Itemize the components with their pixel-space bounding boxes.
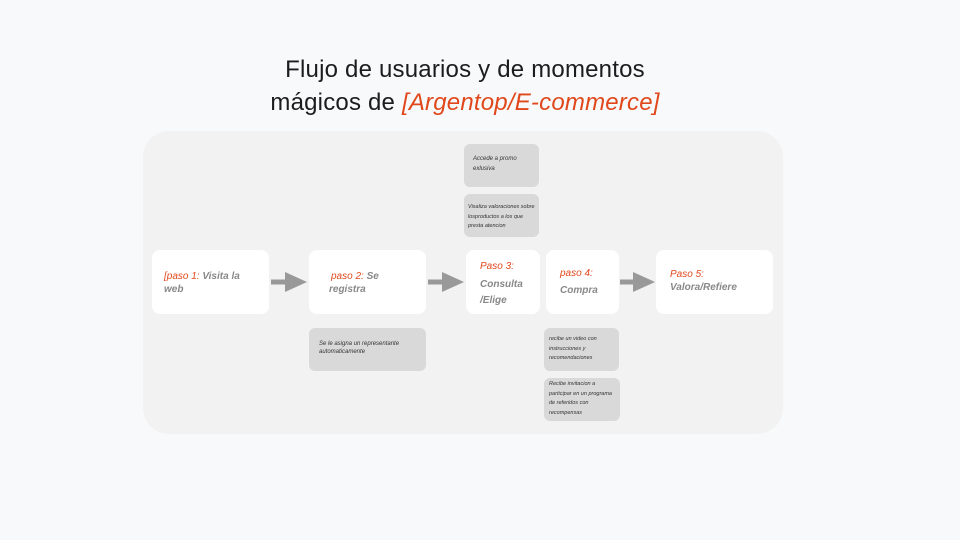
title-line-2: mágicos de [Argentop/E-commerce] — [0, 86, 930, 119]
step-3-text: Consulta /Elige — [480, 279, 523, 306]
step-5-card: Paso 5: Valora/Refiere — [656, 250, 773, 314]
step-3-card: Paso 3: Consulta /Elige — [466, 250, 540, 314]
step-2-label: paso 2: — [331, 271, 367, 282]
arrow-right-icon — [620, 272, 655, 292]
step-2-text: Se registra — [329, 271, 379, 295]
step-4-label: paso 4: — [560, 268, 593, 279]
note-referral: Recibe invitacion a participar en un pro… — [544, 378, 620, 421]
note-representative: Se le asigna un representante automatica… — [309, 328, 426, 371]
step-1-label: [paso 1: — [164, 271, 203, 282]
step-1-text: Visita la web — [164, 271, 240, 295]
step-5-text: Valora/Refiere — [670, 282, 737, 293]
step-4-text: Compra — [560, 285, 598, 296]
arrow-right-icon — [428, 272, 464, 292]
note-video: recibe un video con instrucciones y reco… — [544, 328, 619, 371]
arrow-right-icon — [271, 272, 307, 292]
step-3-label: Paso 3: — [480, 261, 514, 272]
title-line-1: Flujo de usuarios y de momentos — [285, 56, 645, 83]
step-1-card: [paso 1: Visita la web — [152, 250, 269, 314]
page-title: Flujo de usuarios y de momentos mágicos … — [0, 53, 930, 119]
title-accent: [Argentop/E-commerce] — [401, 89, 660, 116]
step-5-label: Paso 5: — [670, 269, 704, 280]
step-2-card: paso 2: Se registra — [309, 250, 426, 314]
note-ratings: Visaliza valoraciones sobre losproductos… — [464, 194, 539, 237]
note-promo: Accede a promo exlusiva — [464, 144, 539, 187]
step-4-card: paso 4: Compra — [546, 250, 619, 314]
title-line-2-prefix: mágicos de — [270, 89, 402, 116]
